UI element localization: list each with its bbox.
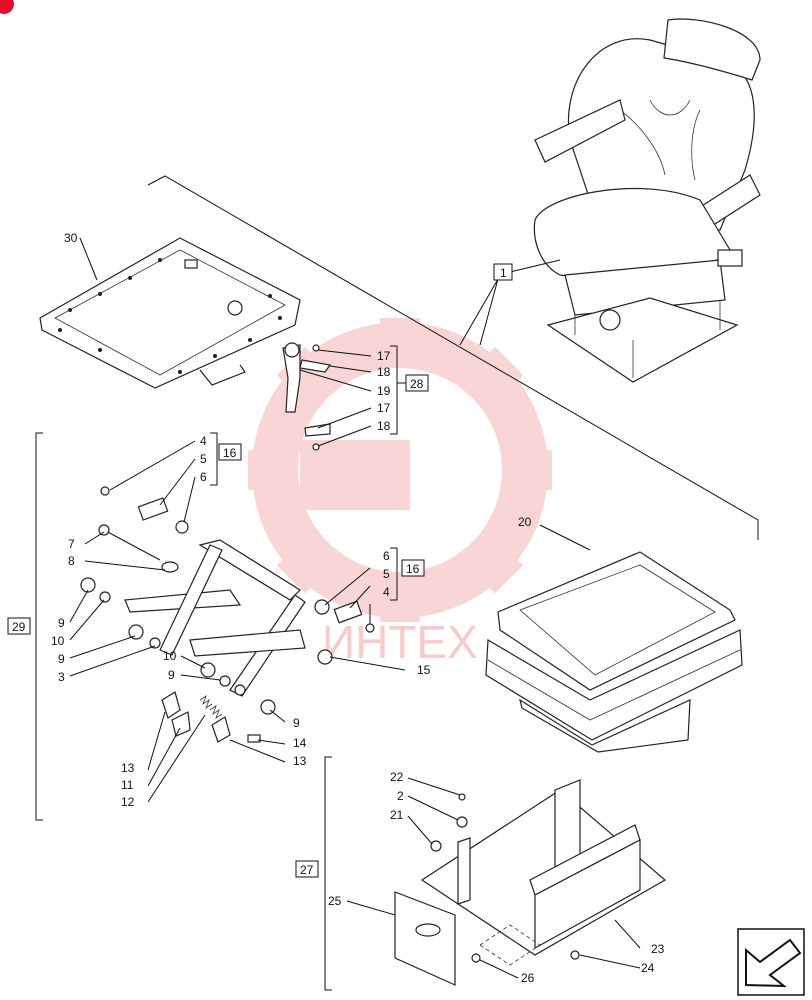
label-9a: 9 <box>58 616 65 630</box>
label-28-box <box>405 374 429 392</box>
label-9d: 9 <box>293 716 300 730</box>
label-30: 30 <box>64 231 78 245</box>
leader-lines <box>69 237 641 979</box>
label-21: 21 <box>390 808 404 822</box>
seat-assembly <box>533 18 761 383</box>
label-26: 26 <box>521 971 535 985</box>
springs-plates <box>161 691 261 743</box>
divider-line <box>147 175 759 540</box>
label-13b: 13 <box>293 754 307 768</box>
watermark-text: ИНТЕХ <box>322 616 478 668</box>
label-5a: 5 <box>200 452 207 466</box>
label-5b: 5 <box>383 567 390 581</box>
label-27-box <box>295 860 319 878</box>
mounting-plate <box>39 237 301 389</box>
label-18b: 18 <box>377 419 391 433</box>
label-7: 7 <box>68 537 75 551</box>
label-10a: 10 <box>51 634 65 648</box>
label-3: 3 <box>58 670 65 684</box>
label-1-box <box>493 263 513 281</box>
scissor-linkage <box>80 524 375 715</box>
label-29: 29 <box>12 620 26 634</box>
base-frame <box>394 779 667 986</box>
label-11: 11 <box>121 778 134 792</box>
label-16b: 16 <box>406 562 420 576</box>
bracket-upper <box>100 486 189 534</box>
label-9c: 9 <box>168 668 175 682</box>
label-2: 2 <box>397 789 404 803</box>
label-25: 25 <box>328 894 342 908</box>
corner-marker <box>0 0 14 14</box>
label-18a: 18 <box>377 365 391 379</box>
label-4b: 4 <box>383 585 390 599</box>
label-27: 27 <box>300 863 314 877</box>
label-9b: 9 <box>58 652 65 666</box>
lever-assembly <box>282 342 332 451</box>
label-16a-box <box>218 443 242 461</box>
label-10b: 10 <box>163 649 177 663</box>
label-16b-box <box>401 559 425 577</box>
label-6a: 6 <box>200 470 207 484</box>
label-20: 20 <box>518 515 532 529</box>
label-24: 24 <box>641 961 655 975</box>
label-13a: 13 <box>121 761 135 775</box>
label-29-box <box>7 617 31 635</box>
arrow-down-left-icon <box>745 938 802 988</box>
callout-labels: 30 1 17 18 19 17 18 28 4 5 6 16 7 8 20 6… <box>7 231 665 985</box>
label-8: 8 <box>68 554 75 568</box>
label-17b: 17 <box>377 401 391 415</box>
label-23: 23 <box>651 942 665 956</box>
bellows-cover <box>485 551 743 753</box>
label-15: 15 <box>417 663 431 677</box>
label-12: 12 <box>121 795 135 809</box>
label-28: 28 <box>410 377 424 391</box>
nav-arrow-button[interactable] <box>737 928 805 996</box>
label-16a: 16 <box>223 446 237 460</box>
group-brackets <box>35 345 406 991</box>
label-6b: 6 <box>383 549 390 563</box>
label-22: 22 <box>390 770 404 784</box>
label-1: 1 <box>500 266 507 280</box>
label-17a: 17 <box>377 349 391 363</box>
label-19: 19 <box>377 384 391 398</box>
label-4a: 4 <box>200 434 207 448</box>
label-14: 14 <box>293 736 307 750</box>
